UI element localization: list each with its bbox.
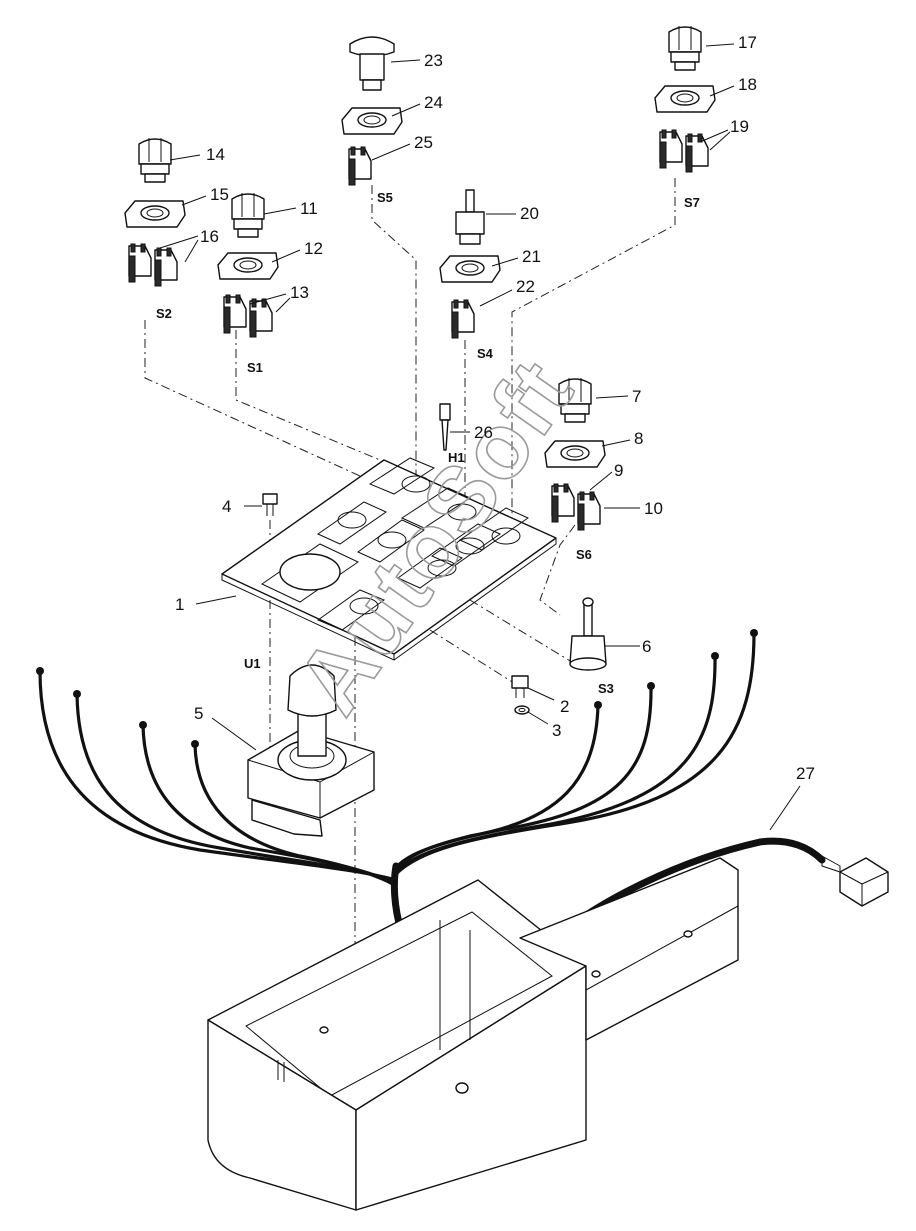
ref-h1: H1: [448, 450, 465, 465]
callout-24: 24: [424, 93, 443, 112]
ref-u1: U1: [244, 656, 261, 671]
washer-3: [514, 705, 530, 715]
callout-leaders: [159, 43, 801, 831]
callout-12: 12: [304, 239, 323, 258]
callout-numbers: 1 2 3 4 5 6 7 8 9 10 11 12 13 14 15 16 1…: [175, 33, 815, 783]
callout-5: 5: [194, 704, 203, 723]
callout-16: 16: [200, 227, 219, 246]
callout-15: 15: [210, 185, 229, 204]
ref-s4: S4: [477, 346, 494, 361]
mounting-housing: [207, 857, 739, 1211]
callout-2: 2: [560, 697, 569, 716]
screw-4: [262, 493, 278, 516]
callout-27: 27: [796, 764, 815, 783]
ref-s7: S7: [684, 195, 700, 210]
mushroom-head-icon: [349, 36, 395, 57]
ref-s5: S5: [377, 190, 393, 205]
callout-1: 1: [175, 595, 184, 614]
callout-14: 14: [206, 145, 225, 164]
callout-4: 4: [222, 497, 231, 516]
callout-21: 21: [522, 247, 541, 266]
callout-23: 23: [424, 51, 443, 70]
selector-switch-s2: [124, 137, 186, 287]
callout-13: 13: [290, 283, 309, 302]
selector-switch-s1: [217, 192, 279, 338]
mushroom-button-s5: [341, 36, 403, 186]
callout-3: 3: [552, 721, 561, 740]
callout-9: 9: [614, 461, 623, 480]
reference-designators: S1 S2 S3 S4 S5 S6 S7 H1 U1: [156, 190, 700, 696]
joystick-s3: [569, 597, 607, 671]
callout-7: 7: [632, 387, 641, 406]
callout-26: 26: [474, 423, 493, 442]
callout-18: 18: [738, 75, 757, 94]
ref-s3: S3: [598, 681, 614, 696]
ref-s1: S1: [247, 360, 263, 375]
callout-10: 10: [644, 499, 663, 518]
callout-20: 20: [520, 204, 539, 223]
callout-25: 25: [414, 133, 433, 152]
callout-11: 11: [300, 199, 318, 218]
callout-22: 22: [516, 277, 535, 296]
callout-8: 8: [634, 429, 643, 448]
joystick-u1: [247, 664, 375, 837]
pilot-light-s4: [439, 189, 501, 339]
callout-17: 17: [738, 33, 757, 52]
selector-switch-s7: [654, 25, 716, 173]
ref-s2: S2: [156, 306, 172, 321]
indicator-h1: [439, 403, 451, 451]
callout-6: 6: [642, 637, 651, 656]
bolt-2: [511, 675, 529, 698]
callout-19: 19: [730, 117, 749, 136]
control-panel-plate: [221, 457, 557, 661]
ref-s6: S6: [576, 547, 592, 562]
